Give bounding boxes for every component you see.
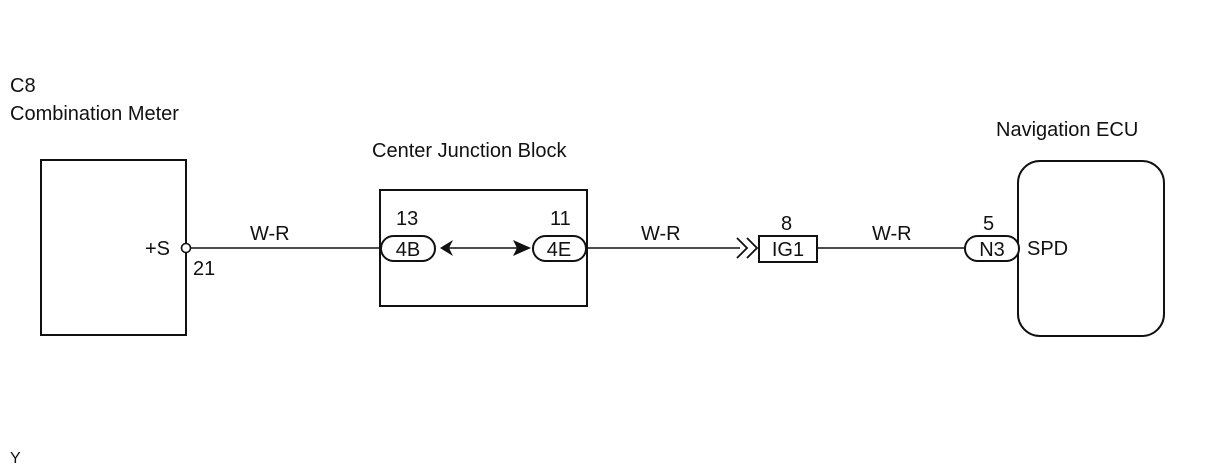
ecu-name: Navigation ECU <box>996 119 1138 141</box>
jb-left-pin: 13 <box>396 208 418 230</box>
meter-code: C8 <box>10 75 36 97</box>
jb-right-code: 4E <box>547 239 571 261</box>
ig1-code: IG1 <box>772 239 804 261</box>
jb-left-connector <box>380 235 436 262</box>
footer-mark: Y <box>10 450 21 466</box>
jb-left-code: 4B <box>396 239 420 261</box>
ig1-box <box>758 235 818 263</box>
jb-right-pin: 11 <box>550 208 571 230</box>
ecu-connector <box>964 235 1020 262</box>
navigation-ecu: Navigation ECU 5 N3 SPD <box>964 119 1165 337</box>
combination-meter: C8 Combination Meter +S 21 <box>10 75 215 336</box>
jb-right-male-terminal-icon <box>513 240 531 256</box>
junction-block-name: Center Junction Block <box>372 140 568 162</box>
ig1-connector: 8 IG1 <box>758 213 818 263</box>
meter-terminal-icon <box>180 242 192 254</box>
ecu-connector-code: N3 <box>979 239 1005 261</box>
wire-label-jb-to-ig1: W-R <box>641 223 681 245</box>
ig1-female-terminal-icon <box>736 237 759 259</box>
ecu-pin: 5 <box>983 213 994 235</box>
jb-left-male-terminal-icon <box>440 240 453 256</box>
ecu-terminal-label: SPD <box>1027 238 1068 260</box>
meter-terminal-label: +S <box>145 238 170 260</box>
meter-pin: 21 <box>193 258 215 280</box>
wire-label-ig1-to-ecu: W-R <box>872 223 912 245</box>
junction-block: Center Junction Block 13 4B 11 4E <box>372 140 588 307</box>
wire-label-meter-to-jb: W-R <box>250 223 290 245</box>
meter-name: Combination Meter <box>10 103 179 125</box>
ig1-pin: 8 <box>781 213 792 235</box>
